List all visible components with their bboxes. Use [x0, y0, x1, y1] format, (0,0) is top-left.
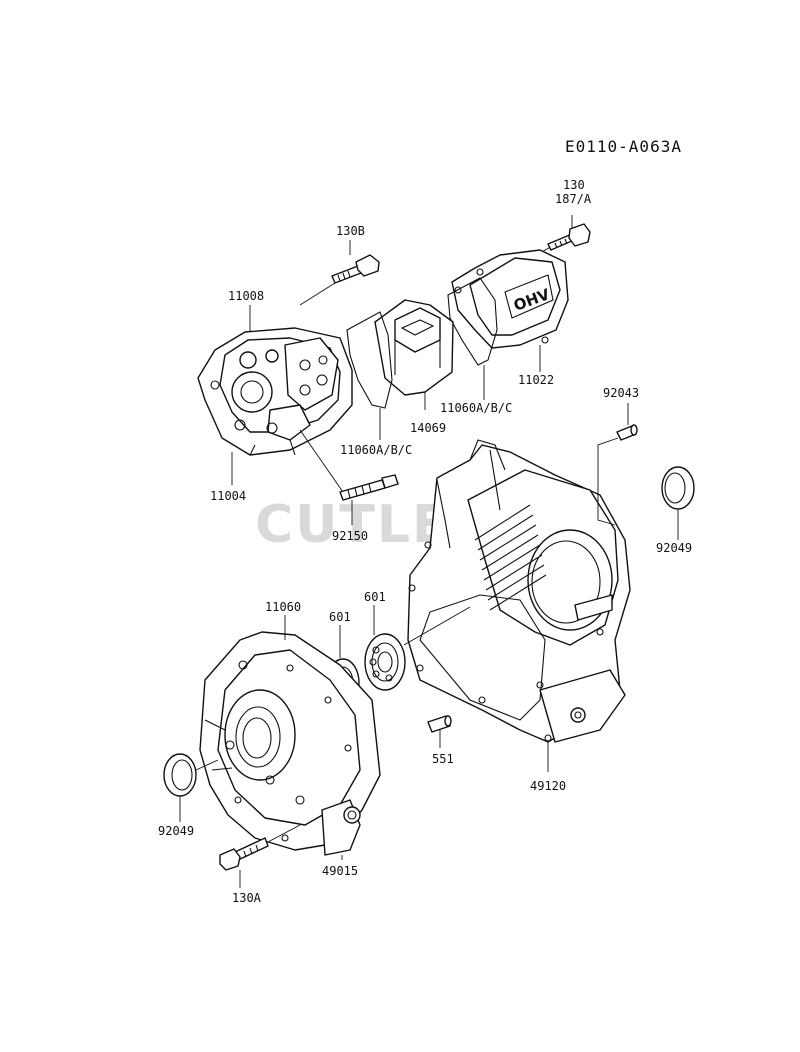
label-92049-left: 92049	[158, 824, 194, 838]
label-11004: 11004	[210, 489, 246, 503]
oil-seal-92049-right[interactable]	[661, 466, 695, 510]
diagram-code: E0110-A063A	[565, 137, 682, 156]
label-11060: 11060	[265, 600, 301, 614]
label-11008: 11008	[228, 289, 264, 303]
bolt-130b[interactable]	[299, 254, 380, 306]
label-130b: 130B	[336, 224, 365, 238]
label-601-left: 601	[329, 610, 351, 624]
bolt-130[interactable]	[519, 223, 591, 266]
gasket-11060abc-right[interactable]	[447, 277, 498, 366]
label-11060abc-right: 11060A/B/C	[440, 401, 512, 415]
label-92049-right: 92049	[656, 541, 692, 555]
gasket-11060abc-left[interactable]	[346, 311, 393, 409]
crankcase-49120[interactable]	[407, 439, 631, 743]
label-49120: 49120	[530, 779, 566, 793]
label-130a: 130A	[232, 891, 262, 905]
label-14069: 14069	[410, 421, 446, 435]
label-130: 130	[563, 178, 585, 192]
breather-cover-14069[interactable]	[374, 299, 454, 396]
stud-92150[interactable]	[339, 474, 399, 501]
cylinder-head-11008[interactable]	[197, 327, 353, 456]
valve-cover-11022[interactable]: OHV	[451, 249, 569, 349]
label-551: 551	[432, 752, 454, 766]
label-11022: 11022	[518, 373, 554, 387]
label-187a: 187/A	[555, 192, 592, 206]
dowel-pin-551[interactable]	[427, 715, 452, 733]
crankcase-cover-11060[interactable]	[199, 631, 381, 856]
label-601-right: 601	[364, 590, 386, 604]
dowel-pin-92043[interactable]	[616, 424, 638, 441]
bolt-130a[interactable]	[219, 837, 269, 871]
label-11060abc-left: 11060A/B/C	[340, 443, 412, 457]
label-92150: 92150	[332, 529, 368, 543]
ball-bearing-601-outer[interactable]	[364, 633, 406, 691]
label-49015: 49015	[322, 864, 358, 878]
label-92043: 92043	[603, 386, 639, 400]
oil-seal-92049-left[interactable]	[163, 753, 197, 797]
